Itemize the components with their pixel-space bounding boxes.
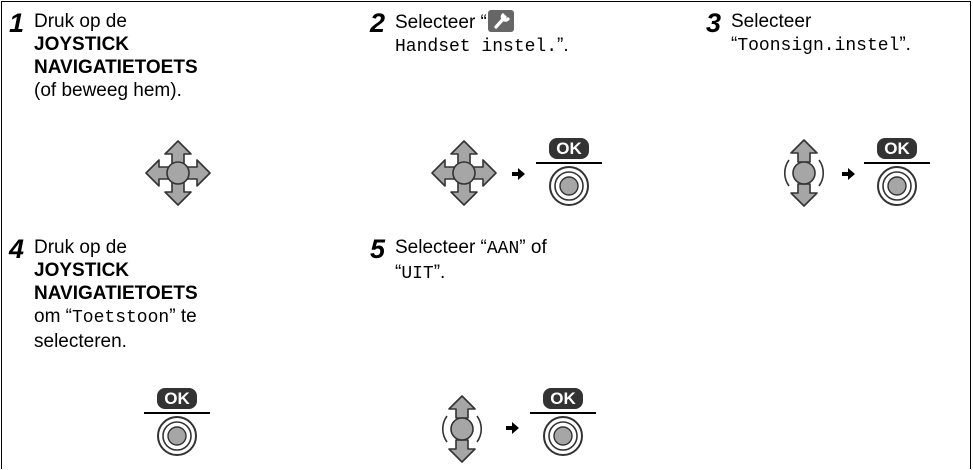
ok-label: OK (157, 388, 197, 409)
step-text: Selecteer “AAN” of “UIT”. (395, 237, 547, 284)
ok-label: OK (543, 388, 583, 409)
step-text: Selecteer “Toonsign.instel”. (731, 11, 911, 56)
step-number: 3 (706, 8, 722, 38)
ok-button-icon: OK (534, 138, 604, 210)
joystick-four-way-icon (431, 140, 497, 206)
step-text: Druk op de JOYSTICK NAVIGATIETOETS om “T… (34, 237, 198, 352)
arrow-right-icon (842, 168, 855, 180)
joystick-four-way-icon (145, 140, 211, 206)
step-text: Druk op de JOYSTICK NAVIGATIETOETS (of b… (34, 11, 198, 101)
joystick-up-down-icon (783, 139, 825, 207)
arrow-right-icon (512, 168, 525, 180)
arrow-right-icon (506, 422, 519, 434)
ok-button-icon: OK (142, 388, 212, 460)
joystick-up-down-icon (441, 395, 483, 463)
step-number: 1 (9, 8, 25, 38)
step-number: 4 (9, 234, 25, 264)
step-number: 5 (370, 234, 386, 264)
step-text: Selecteer “ Handset instel.”. (395, 10, 569, 57)
settings-tool-icon (487, 10, 514, 32)
ok-button-icon: OK (528, 388, 598, 460)
ok-label: OK (549, 138, 589, 159)
ok-label: OK (877, 138, 917, 159)
step-number: 2 (370, 8, 386, 38)
ok-button-icon: OK (862, 138, 932, 210)
